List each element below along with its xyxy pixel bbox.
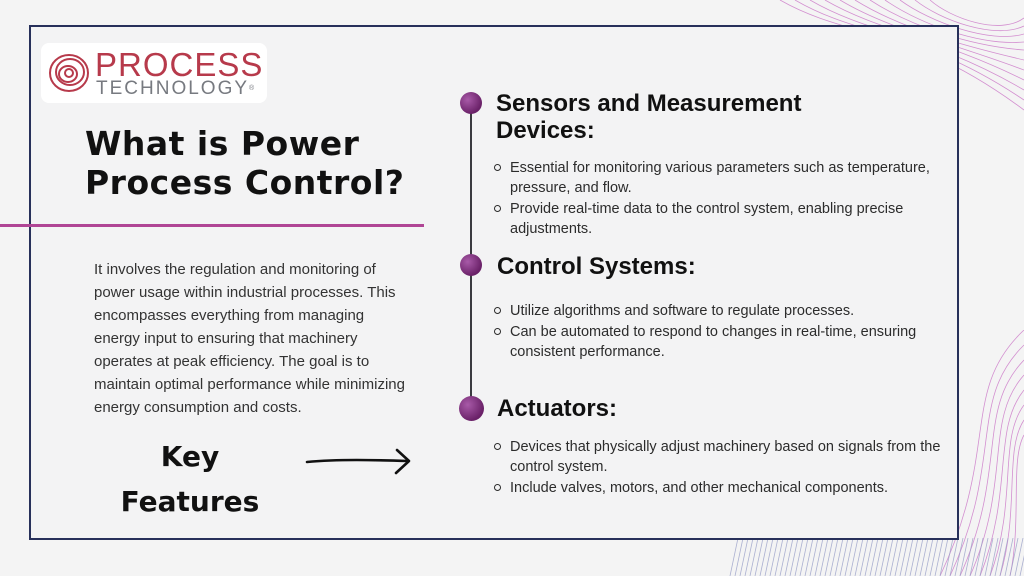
section-title-actuators: Actuators: — [497, 395, 618, 422]
registered-mark: ® — [249, 85, 255, 92]
list-item: Utilize algorithms and software to regul… — [494, 301, 934, 321]
section-title-sensors: Sensors and Measurement Devices: — [496, 90, 802, 144]
hollow-circle-bullet-icon — [494, 307, 501, 314]
timeline-dot — [460, 254, 482, 276]
timeline-dot — [460, 92, 482, 114]
key-features-line2: Features — [120, 485, 260, 518]
section-title-control-systems: Control Systems: — [497, 253, 696, 280]
timeline-dot — [459, 396, 484, 421]
title-underline — [0, 224, 424, 227]
list-item: Devices that physically adjust machinery… — [494, 437, 944, 477]
hollow-circle-bullet-icon — [494, 484, 501, 491]
hollow-circle-bullet-icon — [494, 328, 501, 335]
arrow-right-icon — [305, 448, 411, 475]
hollow-circle-bullet-icon — [494, 443, 501, 450]
company-logo: PROCESS TECHNOLOGY® — [41, 43, 267, 103]
decorative-hatch-bottom-right — [729, 538, 1024, 576]
decorative-wave-lines-right — [940, 330, 1024, 576]
hollow-circle-bullet-icon — [494, 164, 501, 171]
content-frame — [29, 25, 959, 540]
section-bullets-control-systems: Utilize algorithms and software to regul… — [494, 301, 934, 363]
concentric-rings-icon — [49, 54, 89, 92]
hollow-circle-bullet-icon — [494, 205, 501, 212]
logo-word-technology: TECHNOLOGY® — [96, 78, 255, 99]
page-title: What is Power Process Control? — [85, 124, 405, 202]
section-bullets-sensors: Essential for monitoring various paramet… — [494, 158, 954, 240]
section-bullets-actuators: Devices that physically adjust machinery… — [494, 437, 944, 499]
key-features-label: Key Features — [110, 434, 270, 524]
list-item: Provide real-time data to the control sy… — [494, 199, 954, 239]
list-item: Essential for monitoring various paramet… — [494, 158, 954, 198]
list-item: Can be automated to respond to changes i… — [494, 322, 934, 362]
key-features-line1: Key — [160, 440, 220, 473]
logo-word-process: PROCESS — [95, 46, 264, 83]
intro-paragraph: It involves the regulation and monitorin… — [94, 261, 405, 416]
list-item: Include valves, motors, and other mechan… — [494, 478, 944, 498]
